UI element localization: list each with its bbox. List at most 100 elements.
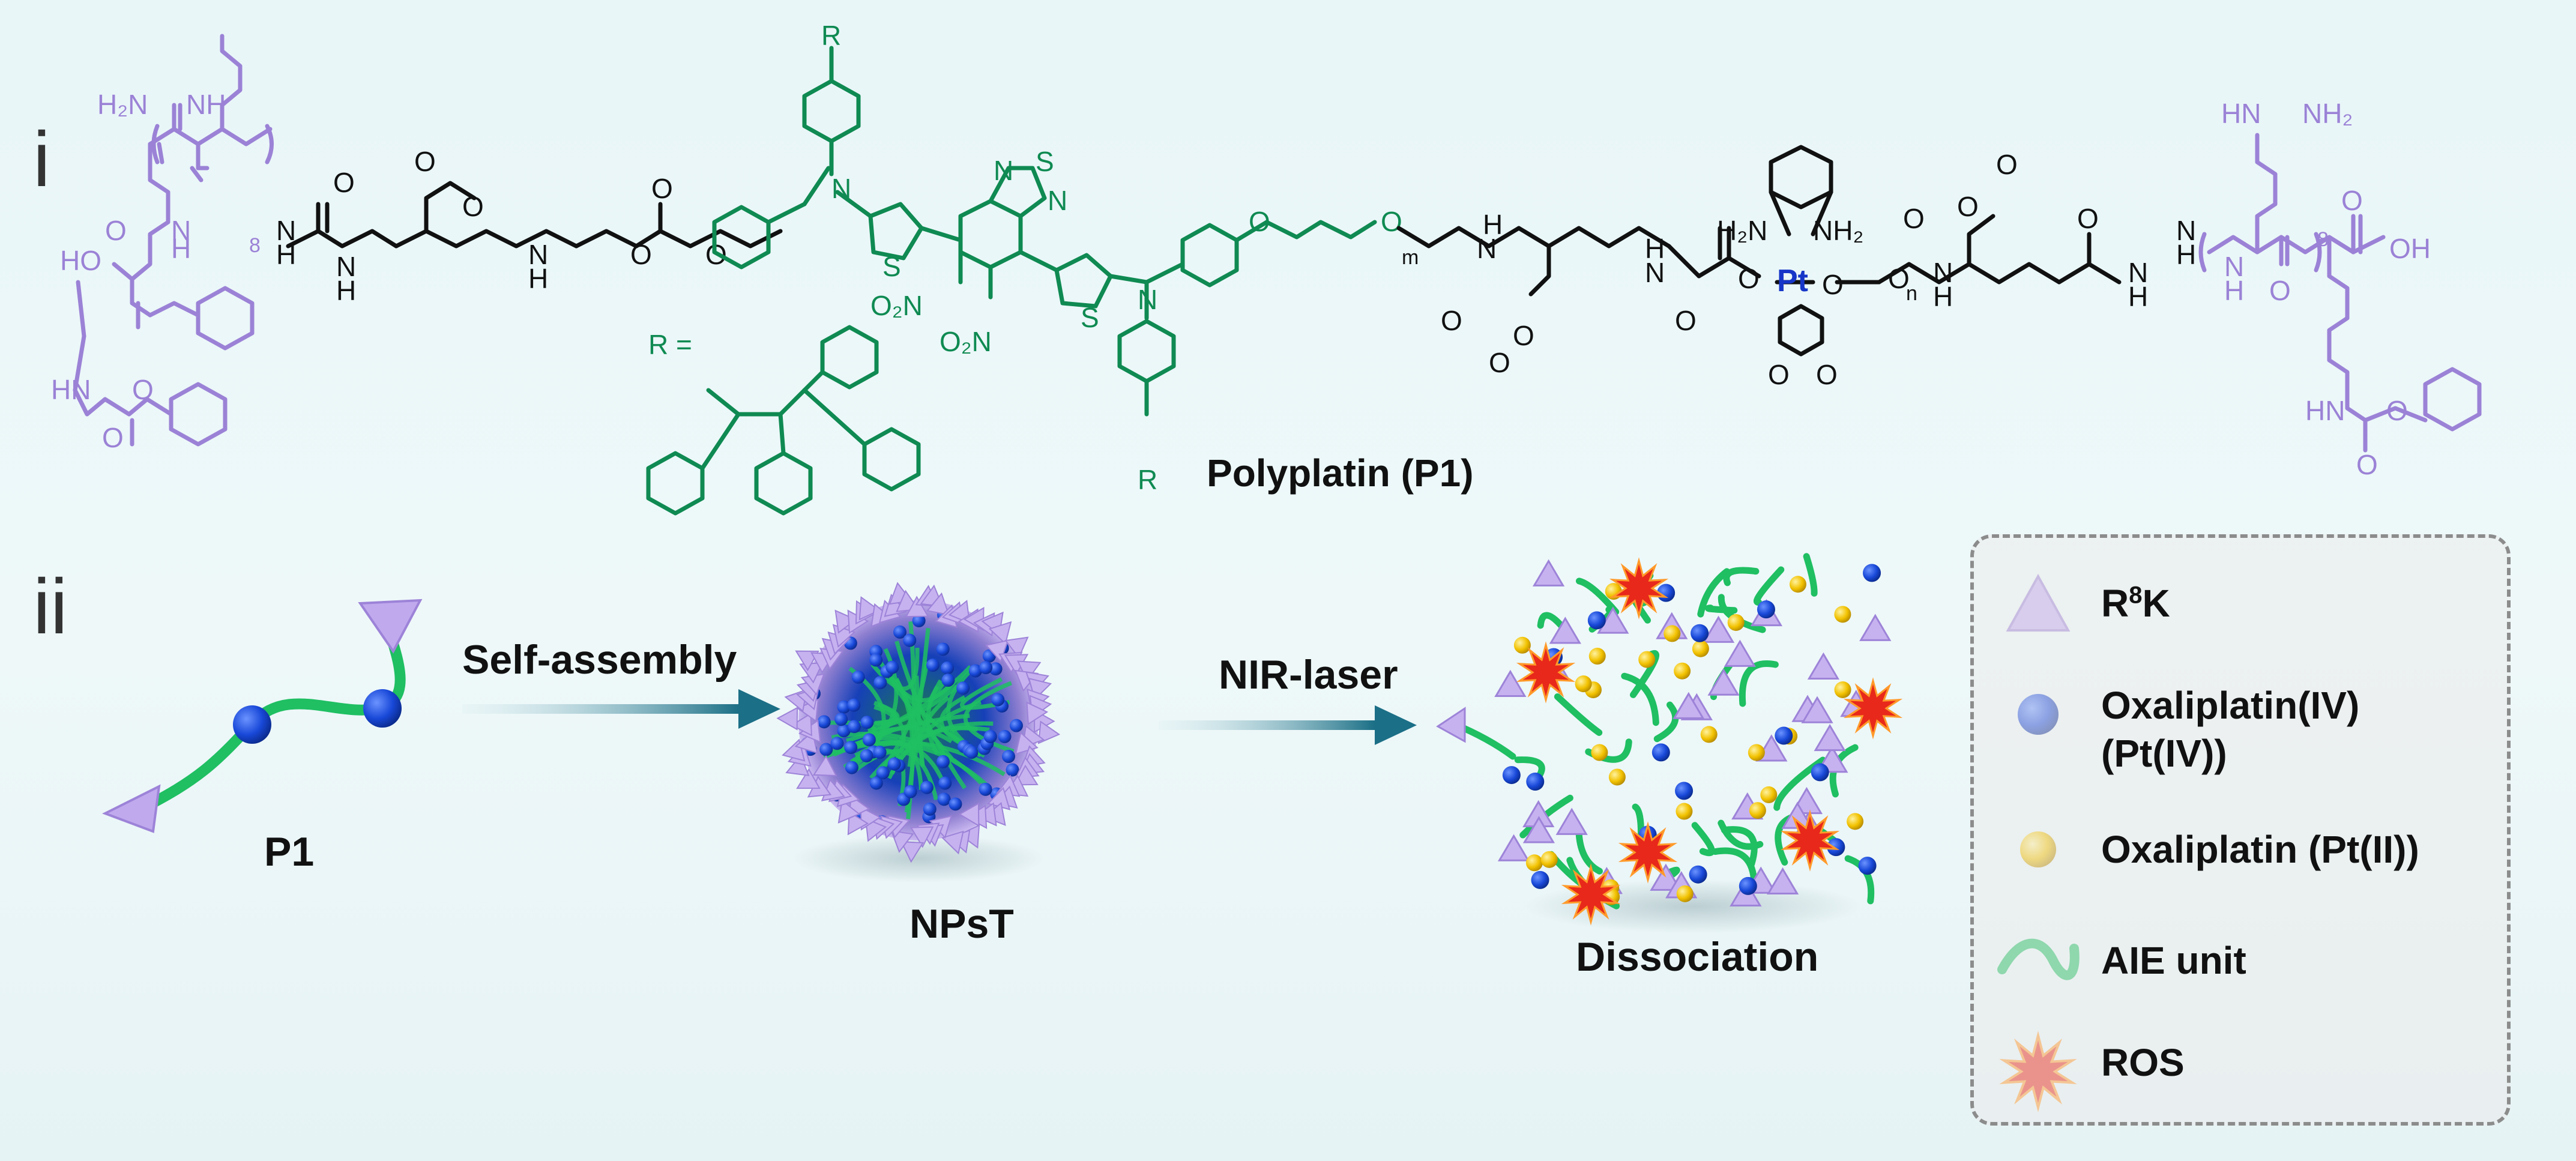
dis-r8k-triangle <box>1707 668 1740 696</box>
dis-pt-ii-sphere <box>1674 662 1691 680</box>
right-peptide-end-group <box>2198 133 2482 453</box>
label-sub8-left: 8 <box>249 234 261 257</box>
np-pt-sphere <box>903 785 917 798</box>
dis-pt-iv-sphere <box>1531 870 1549 889</box>
legend-box <box>1970 534 2511 1126</box>
p1-label: P1 <box>264 829 315 875</box>
dis-pt-ii-sphere <box>1760 786 1778 803</box>
np-pt-sphere <box>936 642 950 656</box>
label-o-link1: O <box>333 167 355 198</box>
label-h2n-pt: H₂N <box>1717 215 1767 246</box>
label-ho: HO <box>60 245 101 276</box>
np-aie-strand <box>831 731 983 785</box>
dis-aie-strand <box>1621 672 1659 726</box>
label-o-link5: O <box>630 239 652 270</box>
dis-pt-iv-sphere <box>1691 624 1709 642</box>
dis-aie-strand <box>1575 577 1620 615</box>
label-n-aie3: N <box>1048 185 1067 216</box>
label-h-r2: H <box>1645 233 1665 264</box>
dis-aie-strand <box>1753 566 1785 606</box>
label-no2-1: O₂N <box>870 290 923 321</box>
np-aie-strand <box>959 677 1010 710</box>
dis-aie-strand <box>1653 701 1679 743</box>
dis-pt-ii-sphere <box>1608 768 1626 786</box>
np-pt-sphere <box>998 729 1012 743</box>
label-n-link3: N <box>528 239 548 270</box>
label-h-right1: H <box>2224 275 2244 306</box>
r-group-tpe <box>646 325 921 516</box>
np-pt-sphere <box>860 749 873 762</box>
label-n-r1: N <box>1477 233 1497 264</box>
dis-aie-strand <box>1723 567 1760 587</box>
label-o-r4: O <box>1675 305 1697 336</box>
np-pt-sphere <box>845 761 858 774</box>
label-s-aie3: S <box>1081 302 1099 333</box>
dis-aie-strand <box>1575 832 1603 875</box>
np-pt-sphere <box>903 633 917 647</box>
label-hn-left: HN <box>51 374 91 405</box>
dis-pt-iv-sphere <box>1858 857 1877 875</box>
label-o-r6: O <box>1903 203 1925 234</box>
np-pt-sphere <box>869 653 883 667</box>
label-o-aie: O <box>1249 206 1270 237</box>
label-o-pt2: O <box>1888 263 1910 294</box>
legend-r8k-end: K <box>2142 582 2170 625</box>
dis-pt-ii-sphere <box>1525 854 1543 872</box>
dis-pt-ii-sphere <box>1834 681 1851 698</box>
dis-pt-ii-sphere <box>1748 744 1765 761</box>
np-pt-sphere <box>860 716 874 729</box>
label-o-left2: O <box>102 422 124 453</box>
dis-pt-iv-sphere <box>1651 743 1670 762</box>
dis-pt-iv-sphere <box>1757 600 1775 619</box>
dis-ros-star <box>1780 809 1840 872</box>
np-r8k-triangle <box>926 592 950 616</box>
dis-pt-iv-sphere <box>1502 766 1521 785</box>
np-pt-sphere <box>851 670 865 684</box>
label-oh: OH <box>2389 233 2431 264</box>
np-aie-strand <box>928 679 946 703</box>
np-pt-sphere <box>941 674 955 687</box>
dis-ros-star <box>1516 641 1576 704</box>
np-r8k-triangle <box>905 596 929 618</box>
dis-pt-ii-sphere <box>1692 640 1709 657</box>
dis-r8k-triangle <box>1673 692 1705 719</box>
np-pt-sphere <box>937 792 951 806</box>
label-n-repeat: n <box>1906 282 1917 305</box>
label-hn-right2: HN <box>2305 395 2345 426</box>
legend-r8k-main: R <box>2101 582 2129 625</box>
dis-pt-iv-sphere <box>1675 782 1694 800</box>
label-o-r9: O <box>2077 203 2099 234</box>
np-pt-sphere <box>837 724 851 738</box>
np-pt-sphere <box>936 755 950 768</box>
p1-triangle-1 <box>102 784 161 833</box>
np-pt-sphere <box>869 776 883 790</box>
label-o-link3: O <box>462 191 484 222</box>
label-o-r8: O <box>1996 149 2018 180</box>
np-pt-sphere <box>830 737 844 750</box>
dis-r8k-triangle <box>1724 639 1756 667</box>
p1-triangle-2 <box>358 599 423 654</box>
dis-pt-iv-sphere <box>1827 838 1845 857</box>
label-o-r7: O <box>1957 191 1979 222</box>
left-linker-text: O N H N H O O N H O O O <box>276 146 727 306</box>
np-pt-sphere <box>926 659 940 672</box>
p1-pt-sphere-1 <box>233 705 271 744</box>
np-aie-strand <box>869 721 994 780</box>
left-peptide-end-group <box>112 34 274 351</box>
label-o-r1: O <box>1441 305 1462 336</box>
dis-r8k-triangle <box>1859 614 1892 641</box>
right-peptide-text: HN NH₂ N H O 8 O OH HN O O <box>2221 98 2431 480</box>
np-aie-strand <box>889 676 955 703</box>
dis-r8k-triangle <box>1814 723 1846 752</box>
label-n-r5: N <box>2176 215 2196 246</box>
np-r8k-triangle <box>958 802 980 827</box>
dis-ros-star <box>1561 863 1621 926</box>
np-pt-sphere <box>893 625 907 639</box>
legend-r8k-sup: 8 <box>2129 582 2143 609</box>
dis-r8k-triangle <box>1522 816 1555 843</box>
p1-pt-sphere-2 <box>363 689 402 728</box>
dis-pt-iv-sphere <box>1775 726 1793 745</box>
dis-pt-iv-sphere <box>1689 865 1707 884</box>
np-r8k-triangle <box>941 830 964 855</box>
